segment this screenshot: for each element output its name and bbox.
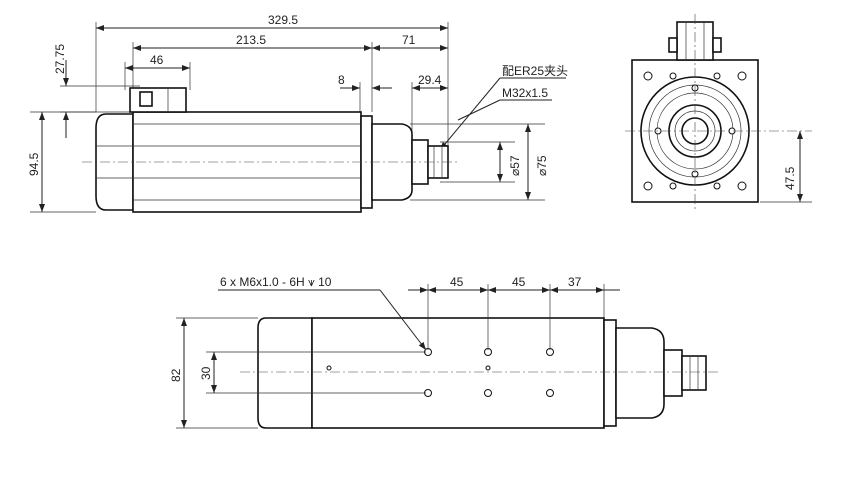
bottom-housing	[311, 317, 605, 429]
dim-body-height: 94.5	[27, 152, 41, 176]
bottom-collet-nut	[681, 355, 707, 391]
dim-body-length: 213.5	[236, 33, 266, 47]
bottom-rear-cap	[257, 317, 313, 429]
dim-pitch-2: 45	[512, 275, 526, 289]
bottom-nose	[663, 349, 683, 397]
bottom-view: 45 45 37 82 30 6 x M6x1.0 - 6H ⩛ 10	[169, 275, 720, 429]
dim-center-height: 47.5	[783, 166, 797, 190]
thread-note: M32x1.5	[502, 86, 548, 100]
dim-flange-dia: ⌀75	[535, 155, 549, 176]
end-view: 47.5	[625, 14, 812, 210]
dim-flange-thickness: 8	[338, 73, 345, 87]
bottom-flange	[603, 319, 617, 427]
dim-nose-dia: ⌀57	[508, 155, 522, 176]
bottom-bearing-housing	[615, 327, 665, 419]
dim-body-width: 82	[169, 368, 183, 382]
power-connector	[129, 87, 187, 113]
collet-note: 配ER25夹头	[502, 64, 568, 78]
dim-connector-height: 27.75	[53, 44, 67, 74]
hole-note: 6 x M6x1.0 - 6H ⩛ 10	[220, 275, 332, 289]
connector-latch	[139, 91, 153, 107]
dim-overall-length: 329.5	[268, 13, 298, 27]
dim-pitch-1: 45	[450, 275, 464, 289]
dim-pitch-3: 37	[568, 275, 582, 289]
dim-connector-width: 46	[150, 53, 164, 67]
dim-hole-row-spacing: 30	[199, 366, 213, 380]
side-view: 329.5 213.5 71 46 27.75 8 29.4 94.5 ⌀57 …	[27, 13, 568, 213]
dim-front-offset: 71	[402, 33, 416, 47]
dim-nose-length: 29.4	[418, 73, 442, 87]
